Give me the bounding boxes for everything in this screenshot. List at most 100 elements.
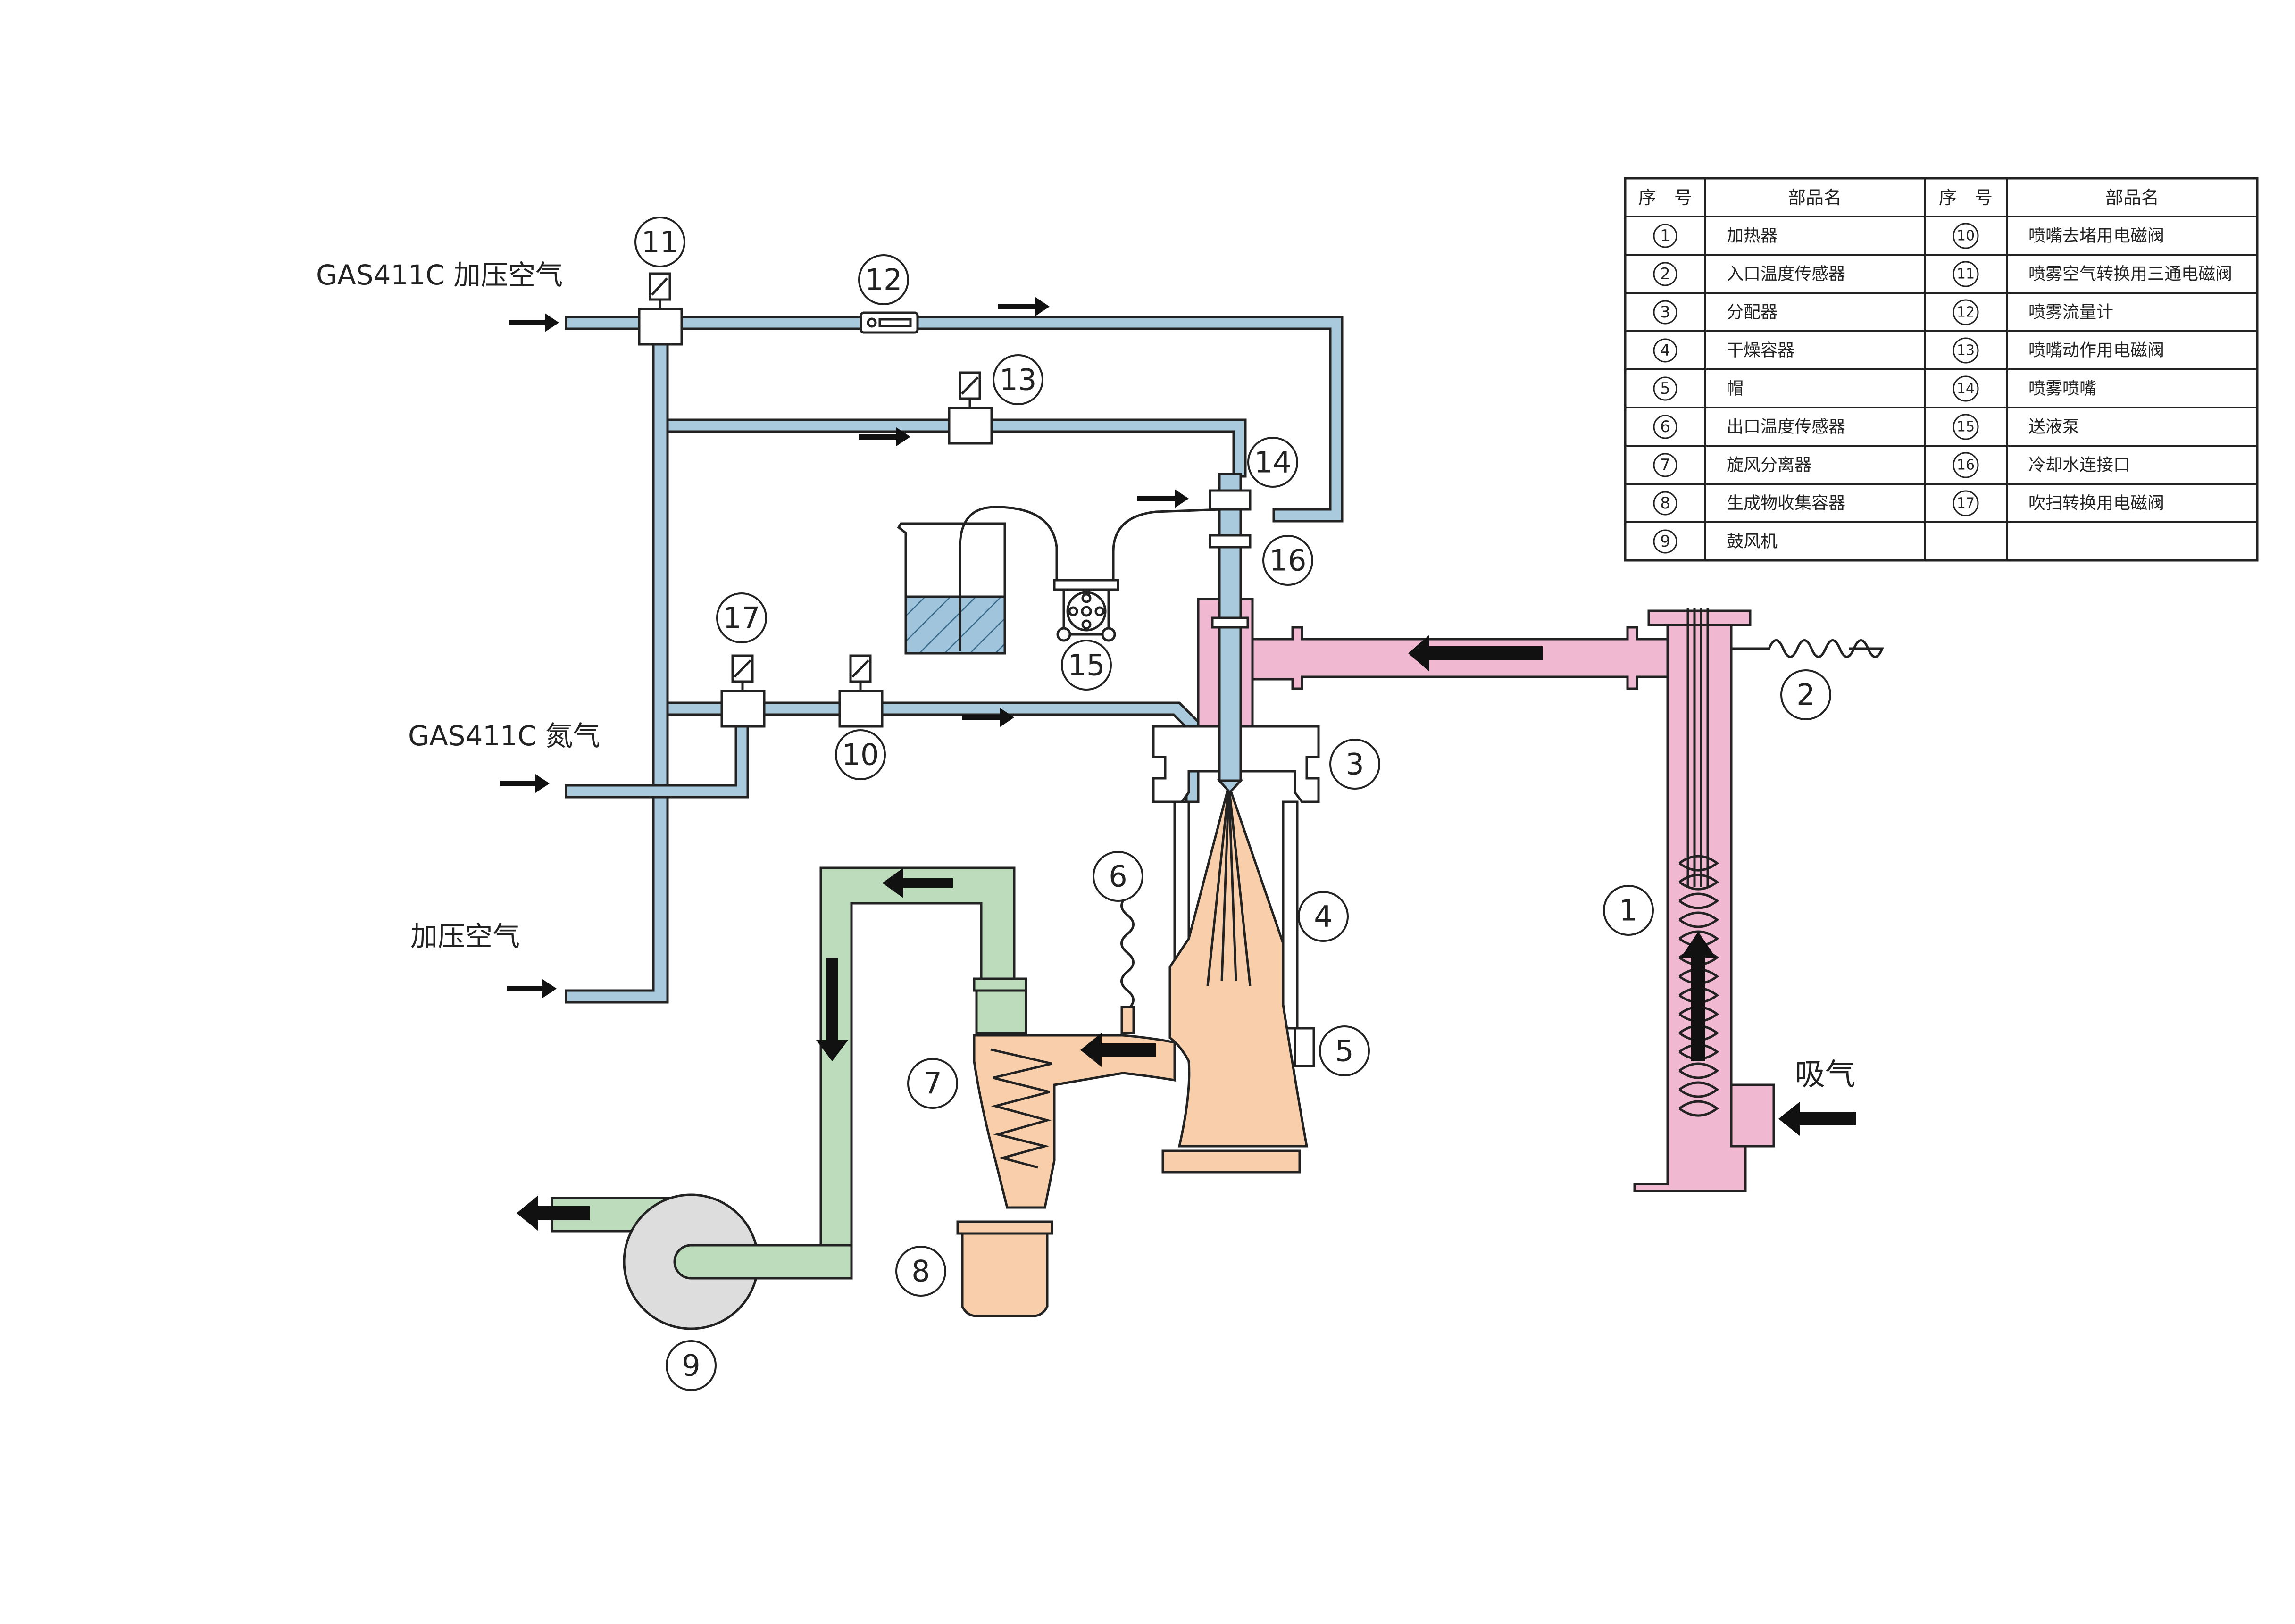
callout-16 <box>1262 535 1313 586</box>
table-row-name: 吹扫转换用电磁阀 <box>2028 494 2164 513</box>
table-row-no: 17 <box>1957 495 1975 512</box>
callout-13 <box>993 354 1043 405</box>
callout-11-text: 11 <box>642 225 679 259</box>
table-row-no: 7 <box>1660 456 1670 475</box>
collector-8 <box>961 1227 1049 1317</box>
cyclone <box>956 1034 1176 1317</box>
arrow-left <box>1080 1033 1156 1067</box>
callout-12-text: 12 <box>865 263 902 297</box>
table-row-name: 加热器 <box>1727 226 1778 246</box>
callout-5-text: 5 <box>1335 1034 1353 1068</box>
table-row-no: 10 <box>1957 228 1975 244</box>
number-callouts <box>634 217 1831 1391</box>
table-row-name: 分配器 <box>1727 303 1778 322</box>
pressurized-air-trunk <box>565 327 669 1004</box>
callout-15-text: 15 <box>1068 648 1105 683</box>
table-header-no: 序 号 <box>1638 187 1692 208</box>
table-row-no: 12 <box>1957 304 1975 321</box>
callout-1-text: 1 <box>1619 893 1637 928</box>
number-callout-text: 1 2 3 4 5 6 7 8 9 10 11 12 13 14 15 16 1… <box>642 225 1815 1383</box>
flow-arrows <box>500 297 1856 1231</box>
valve-10 <box>838 690 884 728</box>
callout-12 <box>858 254 909 305</box>
callout-10-text: 10 <box>842 738 879 772</box>
callout-8 <box>895 1246 946 1297</box>
callout-2 <box>1780 669 1831 720</box>
table-row-no: 11 <box>1957 266 1975 283</box>
callout-4-text: 4 <box>1314 899 1332 934</box>
blower-inlet <box>673 1244 853 1280</box>
callout-5 <box>1319 1025 1370 1076</box>
callout-1 <box>1603 885 1654 936</box>
arrow-right <box>509 313 559 332</box>
table-row-no: 15 <box>1957 419 1975 435</box>
beaker-liquid <box>904 595 1006 655</box>
callout-9 <box>666 1340 717 1391</box>
callout-17 <box>716 592 767 643</box>
valve-13 <box>948 407 993 445</box>
callout-15 <box>1061 640 1112 691</box>
callout-13-text: 13 <box>1000 363 1037 397</box>
label-gas-pressurized-air: GAS411C 加压空气 <box>316 259 563 291</box>
callout-9-text: 9 <box>682 1349 700 1383</box>
arrow-up <box>1681 932 1716 1061</box>
table-row-name: 喷雾空气转换用三通电磁阀 <box>2028 265 2232 284</box>
label-intake: 吸气 <box>1795 1058 1855 1092</box>
callout-11 <box>634 217 685 267</box>
table-row-no: 13 <box>1957 342 1975 359</box>
spray-nozzle <box>1209 473 1252 794</box>
label-pressurized-air: 加压空气 <box>410 920 520 952</box>
table-row-no: 1 <box>1660 226 1670 245</box>
table-row-no: 5 <box>1660 379 1670 398</box>
outlet-temp-sensor <box>1120 895 1135 1034</box>
callout-8-text: 8 <box>911 1254 930 1289</box>
table-row-no: 16 <box>1957 457 1975 474</box>
valve-17 <box>720 690 766 728</box>
table-row-no: 4 <box>1660 341 1670 360</box>
pump-15 <box>1053 579 1119 591</box>
callout-3 <box>1329 739 1380 790</box>
arrow-left <box>882 868 953 898</box>
table-row-no: 2 <box>1660 265 1670 283</box>
heater-coil <box>1678 608 1719 1117</box>
callout-14-text: 14 <box>1254 445 1292 480</box>
arrow-right <box>998 297 1050 316</box>
arrow-left <box>1778 1102 1856 1136</box>
table-row-name: 帽 <box>1727 379 1744 399</box>
callout-14 <box>1247 437 1298 488</box>
table-row-name: 送液泵 <box>2028 417 2079 437</box>
table-row-name: 干燥容器 <box>1727 341 1794 360</box>
callout-16-text: 16 <box>1269 543 1307 578</box>
spray-lines <box>1206 785 1252 986</box>
arrow-right <box>500 774 550 793</box>
hot-air-duct <box>1197 626 1669 735</box>
intake-stub <box>1730 1083 1775 1148</box>
arrow-left <box>517 1196 590 1231</box>
table-header-no-2: 序 号 <box>1939 187 1993 208</box>
cyclone-body <box>973 1034 1176 1209</box>
arrow-right <box>859 427 910 446</box>
table-header-name-2: 部品名 <box>2105 187 2159 208</box>
table-row-no: 3 <box>1660 303 1670 322</box>
table-row-name: 喷雾喷嘴 <box>2028 379 2096 399</box>
table-row-no: 8 <box>1660 494 1670 513</box>
table-row-name: 旋风分离器 <box>1727 456 1811 475</box>
vessel-base <box>1161 1149 1301 1174</box>
callout-7-text: 7 <box>923 1066 942 1101</box>
spray-cone <box>1168 781 1308 1148</box>
callout-7 <box>907 1058 958 1109</box>
table-row-no: 9 <box>1660 532 1670 551</box>
valves <box>638 272 993 728</box>
callout-17-text: 17 <box>723 601 760 635</box>
callout-6-text: 6 <box>1109 859 1127 894</box>
callout-2-text: 2 <box>1796 678 1815 712</box>
source-labels: GAS411C 加压空气 GAS411C 氮气 加压空气 吸气 <box>316 259 1855 1092</box>
spray-air-pipe <box>565 316 1344 523</box>
table-row-name: 喷嘴去堵用电磁阀 <box>2028 226 2164 246</box>
table-row-name: 喷雾流量计 <box>2028 303 2113 322</box>
callout-3-text: 3 <box>1345 747 1364 782</box>
label-gas-nitrogen: GAS411C 氮气 <box>408 720 600 752</box>
arrow-right <box>962 708 1014 727</box>
table-header-name: 部品名 <box>1788 187 1842 208</box>
